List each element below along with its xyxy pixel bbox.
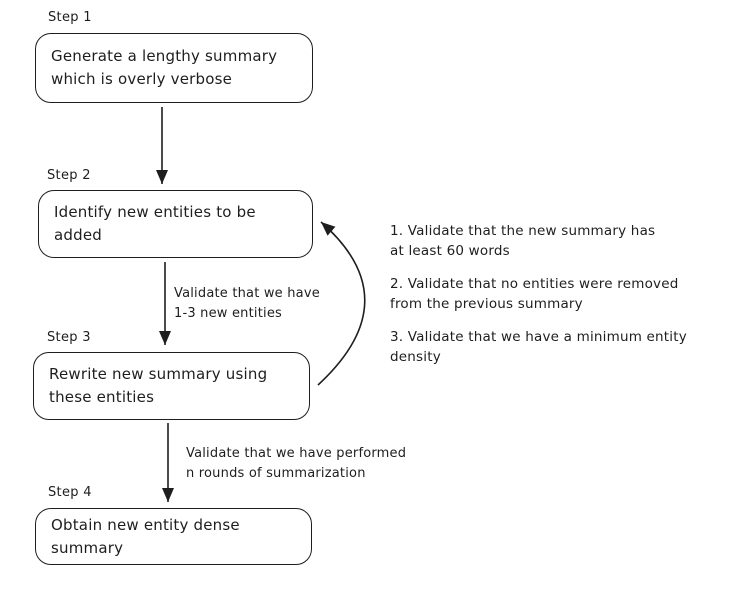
step1-box: Generate a lengthy summary which is over…: [35, 33, 313, 103]
validation-note-3: 3. Validate that we have a minimum entit…: [390, 327, 700, 367]
step4-text-line2: summary: [51, 538, 124, 557]
step1-text-line1: Generate a lengthy summary: [51, 47, 278, 65]
arrow-loop-step3-to-step2: [317, 221, 366, 386]
validation-note-2-line1: 2. Validate that no entities were remove…: [390, 276, 679, 292]
step3-box: Rewrite new summary using these entities: [33, 352, 310, 420]
validation-note-1: 1. Validate that the new summary has at …: [390, 221, 700, 261]
arrow-label-rounds: Validate that we have performed n rounds…: [186, 444, 406, 484]
arrow-label-entities: Validate that we have 1-3 new entities: [174, 284, 320, 324]
validation-note-2-line2: from the previous summary: [390, 296, 583, 312]
step2-label: Step 2: [47, 168, 91, 183]
step4-label: Step 4: [48, 485, 92, 500]
validation-note-3-line2: density: [390, 349, 441, 365]
arrow-label-rounds-line1: Validate that we have performed: [186, 446, 407, 461]
step2-text-line2: added: [54, 226, 102, 244]
step3-label: Step 3: [47, 330, 91, 345]
step4-text-line1: Obtain new entity dense: [51, 515, 240, 534]
validation-note-3-line1: 3. Validate that we have a minimum entit…: [390, 329, 687, 345]
step3-text-line2: these entities: [49, 388, 155, 406]
validation-notes: 1. Validate that the new summary has at …: [390, 221, 700, 380]
step2-text-line1: Identify new entities to be: [54, 203, 256, 221]
arrow-label-entities-line2: 1-3 new entities: [174, 306, 282, 321]
step2-box: Identify new entities to be added: [38, 190, 313, 258]
validation-note-1-line2: at least 60 words: [390, 243, 510, 259]
arrow-label-entities-line1: Validate that we have: [174, 286, 320, 301]
step4-box: Obtain new entity dense summary: [35, 508, 312, 565]
validation-note-1-line1: 1. Validate that the new summary has: [390, 223, 656, 239]
step1-text-line2: which is overly verbose: [51, 70, 233, 88]
step1-label: Step 1: [48, 10, 92, 25]
step3-text-line1: Rewrite new summary using: [49, 365, 268, 383]
arrow-label-rounds-line2: n rounds of summarization: [186, 466, 366, 481]
validation-note-2: 2. Validate that no entities were remove…: [390, 274, 700, 314]
